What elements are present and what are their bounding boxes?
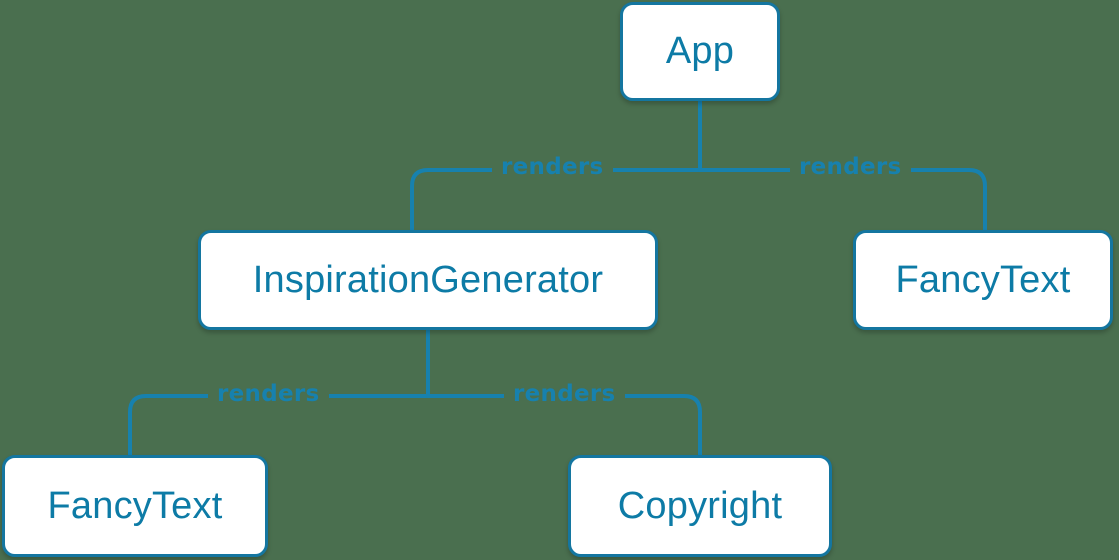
node-fancytext-right-label: FancyText	[895, 258, 1071, 301]
node-fancytext-right[interactable]: FancyText	[853, 230, 1113, 330]
edge-label-app-to-fancytext: renders	[790, 156, 911, 179]
edge-app-to-fancytext	[698, 99, 987, 232]
edge-inspiration-to-fancytext	[128, 328, 430, 457]
edge-app-to-inspiration	[410, 99, 702, 232]
node-inspiration-generator[interactable]: InspirationGenerator	[198, 230, 658, 330]
node-inspiration-generator-label: InspirationGenerator	[252, 258, 604, 301]
node-app-label: App	[665, 30, 735, 72]
edge-label-inspiration-generator-to-copyright: renders	[504, 383, 625, 406]
edge-label-app-to-inspiration-generator: renders	[492, 156, 613, 179]
edge-label-inspiration-generator-to-fancytext: renders	[208, 383, 329, 406]
node-copyright-label: Copyright	[617, 484, 783, 527]
node-app[interactable]: App	[620, 2, 780, 101]
node-fancytext-bottom[interactable]: FancyText	[2, 455, 268, 557]
node-copyright[interactable]: Copyright	[568, 455, 832, 557]
edge-inspiration-to-copyright	[426, 328, 702, 457]
node-fancytext-bottom-label: FancyText	[47, 484, 223, 527]
